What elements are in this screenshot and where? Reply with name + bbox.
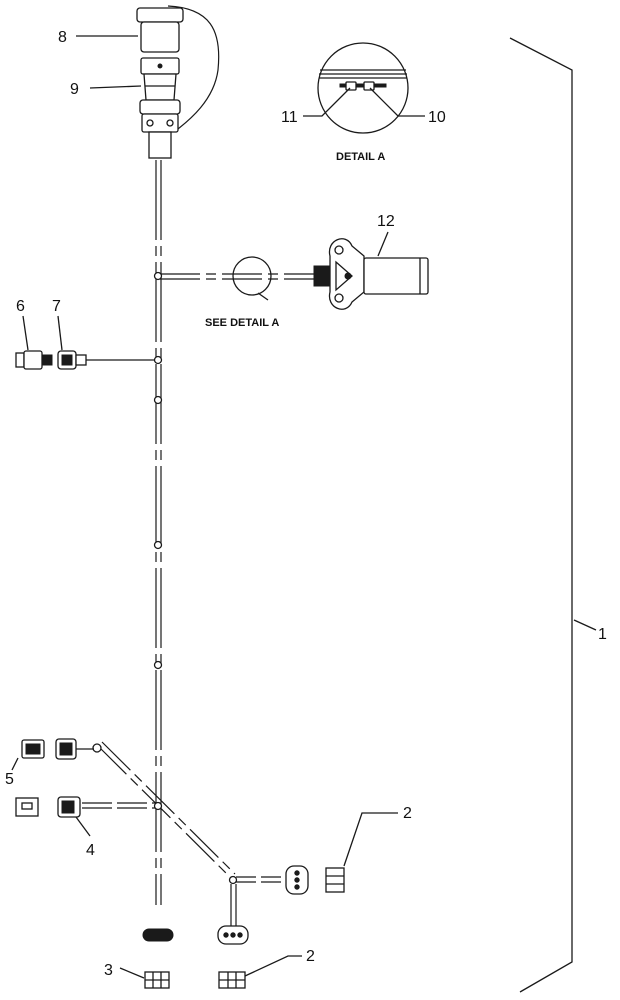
callout-leader-4: [75, 816, 91, 837]
trunk-end-cap: [142, 928, 174, 942]
callout-11: 11: [281, 109, 298, 126]
callout-leader-9: [89, 85, 142, 89]
callout-leader-5: [11, 757, 19, 771]
down-branch-wire: [230, 884, 237, 926]
callout-8: 8: [58, 29, 67, 46]
callout-leader-3: [119, 967, 145, 979]
connector-6: [15, 350, 53, 370]
callout-10: 10: [428, 109, 446, 126]
splice-node: [153, 355, 163, 365]
detail-a-view: [317, 42, 409, 134]
callout-leader-6: [22, 315, 29, 351]
connector-2-plug: [285, 865, 309, 895]
splice-node: [92, 743, 102, 753]
callout-4: 4: [86, 842, 95, 859]
right-branch-wire: [236, 876, 286, 883]
callout-leader-12: [377, 231, 389, 257]
splice-node: [153, 540, 163, 550]
sensor-branch-wire: [160, 273, 322, 280]
callout-2-lower: 2: [306, 948, 315, 965]
connector-4: [15, 796, 81, 818]
callout-leader-2-upper: [343, 812, 398, 867]
splice-node: [153, 660, 163, 670]
connector-cap: [136, 7, 184, 23]
callout-2-upper: 2: [403, 805, 412, 822]
see-detail-a-label: SEE DETAIL A: [205, 317, 279, 329]
branch-wire-4: [82, 802, 156, 809]
callout-6: 6: [16, 298, 25, 315]
callout-leader-1: [573, 619, 597, 631]
assembly-bracket: [509, 37, 573, 993]
splice-node: [153, 271, 163, 281]
top-connector-assembly: [136, 5, 220, 159]
callout-leader-2-lower: [244, 955, 302, 977]
callout-1: 1: [598, 626, 607, 643]
detail-a-reference-circle: [232, 256, 272, 296]
callout-9: 9: [70, 81, 79, 98]
callout-leader-7: [57, 315, 63, 351]
part-3: [144, 971, 170, 989]
splice-node: [153, 801, 163, 811]
splice-node: [228, 875, 238, 885]
speed-sensor: [313, 238, 429, 310]
splice-node: [153, 395, 163, 405]
connector-7: [57, 350, 87, 370]
diagonal-branch-wire: [97, 741, 236, 879]
bottom-plug: [217, 925, 249, 945]
main-trunk-wire: [155, 160, 162, 905]
callout-7: 7: [52, 298, 61, 315]
part-2-lower: [218, 971, 246, 989]
callout-12: 12: [377, 213, 395, 230]
connector-5: [21, 738, 94, 760]
connector-2-receptacle: [325, 867, 345, 893]
callout-3: 3: [104, 962, 113, 979]
callout-5: 5: [5, 771, 14, 788]
callout-leader-11: [303, 87, 351, 117]
callout-leader-10: [369, 87, 425, 117]
detail-a-title: DETAIL A: [336, 151, 385, 163]
see-detail-leader: [257, 292, 269, 301]
